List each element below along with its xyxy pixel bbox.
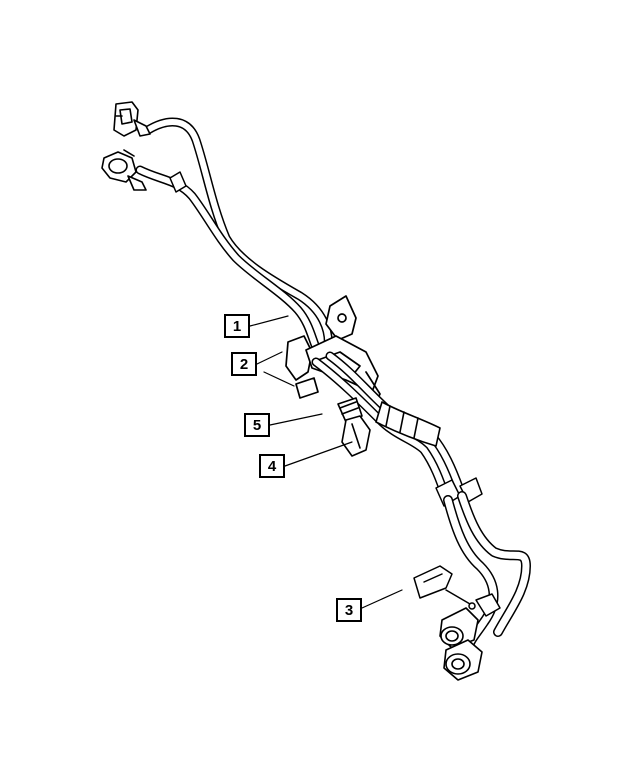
leader-line-2 <box>256 351 283 365</box>
callout-4: 4 <box>259 454 285 478</box>
leader-lines <box>249 315 403 609</box>
lower-connector-collar <box>475 593 501 617</box>
leader-line-5 <box>269 413 323 426</box>
callout-2: 2 <box>231 352 257 376</box>
hose-sleeve <box>375 401 441 447</box>
leader-line-2b <box>263 371 295 387</box>
bolt <box>337 397 371 457</box>
leader-line-4 <box>284 441 353 467</box>
callout-3: 3 <box>336 598 362 622</box>
bottom-quick-connector-2 <box>443 639 483 681</box>
retaining-clip <box>413 565 476 610</box>
upper-tube-clip <box>169 171 187 193</box>
callout-5: 5 <box>244 413 270 437</box>
bottom-quick-connector-1 <box>439 607 479 649</box>
callout-1: 1 <box>224 314 250 338</box>
leader-line-1 <box>249 315 289 327</box>
top-quick-connector-2 <box>101 149 147 191</box>
top-quick-connector-1 <box>113 101 151 137</box>
leader-line-3 <box>361 589 403 609</box>
